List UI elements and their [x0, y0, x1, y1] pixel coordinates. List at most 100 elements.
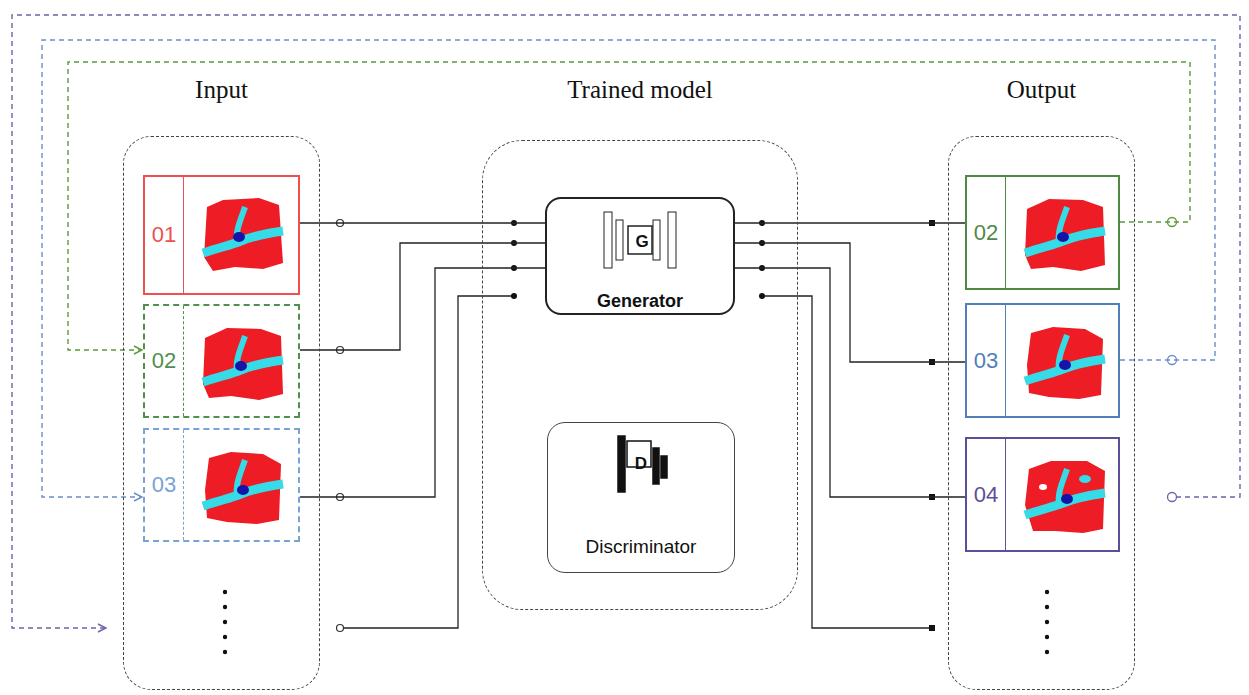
layer-bar — [668, 212, 676, 268]
signal-line — [735, 222, 965, 223]
ellipsis-dot — [223, 650, 227, 654]
text-holder: 02 — [145, 306, 183, 416]
vessel-region — [1025, 359, 1105, 381]
sequence-number: 03 — [974, 348, 998, 374]
tissue-region — [203, 328, 283, 400]
segmentation-image — [1025, 199, 1105, 271]
ellipsis-dot — [1045, 590, 1049, 594]
group-heading: Trained model — [567, 72, 713, 108]
ellipsis-dot — [1045, 620, 1049, 624]
sample-box: 03 — [965, 303, 1120, 418]
segmentation-image — [1025, 327, 1105, 399]
discriminator-box: D Discriminator — [547, 422, 735, 573]
segmentation-image — [1025, 461, 1105, 533]
junction-dot — [759, 293, 765, 299]
sequence-number: 02 — [152, 348, 176, 374]
divider-line — [1005, 439, 1006, 550]
layer-bar — [618, 436, 625, 492]
lesion-region — [1061, 494, 1073, 504]
sequence-number: 03 — [152, 472, 176, 498]
sequence-number: 02 — [974, 220, 998, 246]
generator-icon — [604, 212, 676, 268]
group-heading: Output — [1007, 72, 1076, 108]
tissue-region — [1025, 199, 1105, 271]
vessel-region — [203, 231, 283, 253]
ellipsis-dot — [1045, 635, 1049, 639]
text-holder: 03 — [145, 430, 183, 540]
text-holder: Trained model — [482, 72, 798, 108]
vessel-region — [1025, 493, 1105, 515]
ellipsis-dot — [1045, 650, 1049, 654]
layer-bar — [653, 220, 660, 260]
tissue-region — [204, 198, 283, 271]
divider-line — [1005, 177, 1006, 288]
text-holder: D — [630, 453, 652, 475]
divider-line — [1005, 305, 1006, 416]
signal-line — [300, 268, 545, 497]
signal-line — [735, 243, 965, 362]
layer-bar — [661, 456, 667, 478]
segmentation-image — [203, 198, 283, 271]
signal-line — [300, 222, 545, 223]
tissue-region — [1025, 461, 1105, 533]
ellipsis-dot — [1045, 605, 1049, 609]
group-heading: Input — [195, 72, 248, 108]
group-panel: Output 02 03 04 — [948, 72, 1135, 690]
output-terminal — [929, 625, 935, 631]
text-holder: Output — [948, 72, 1135, 108]
lesion-region — [233, 232, 245, 242]
lesion-region — [1059, 360, 1071, 370]
sequence-number: 04 — [974, 482, 998, 508]
hole — [1039, 484, 1047, 490]
sequence-number: 01 — [152, 222, 176, 248]
signal-line — [762, 296, 929, 628]
divider-line — [183, 430, 184, 540]
group-border — [948, 136, 1135, 690]
text-holder: 02 — [967, 177, 1005, 288]
module-name: Discriminator — [586, 535, 697, 559]
junction-dot — [511, 293, 517, 299]
ellipsis-dot — [223, 635, 227, 639]
text-holder: Generator — [547, 290, 733, 312]
lesion-region — [237, 485, 249, 495]
segmentation-image — [203, 328, 283, 400]
layer-bar — [653, 448, 659, 484]
sample-box: 02 — [965, 175, 1120, 290]
text-holder: G — [631, 231, 653, 253]
text-holder: Discriminator — [548, 535, 734, 559]
icon-letter: D — [635, 453, 647, 475]
input-terminal — [337, 625, 344, 632]
signal-line — [344, 296, 514, 628]
discriminator-icon — [618, 436, 667, 492]
text-holder: 01 — [145, 177, 183, 293]
layer-bar — [616, 220, 623, 260]
sample-box: 02 — [143, 304, 300, 418]
module-name: Generator — [597, 290, 683, 312]
layer-bar — [604, 212, 612, 268]
signal-line — [735, 268, 965, 497]
sample-box: 03 — [143, 428, 300, 542]
layer-bar — [628, 226, 652, 254]
signal-line — [300, 243, 545, 350]
group-panel: Trained modelG GeneratorD Discriminator — [482, 72, 798, 610]
divider-line — [183, 306, 184, 416]
vessel-spot — [1079, 475, 1091, 483]
text-holder: 03 — [967, 305, 1005, 416]
vessel-region — [1025, 231, 1105, 253]
feedback-terminal — [1168, 493, 1177, 502]
vessel-region — [203, 360, 283, 382]
sample-box: 04 — [965, 437, 1120, 552]
lesion-region — [235, 361, 247, 371]
ellipsis-dot — [223, 620, 227, 624]
lesion-region — [1057, 232, 1069, 242]
ellipsis-dot — [223, 590, 227, 594]
vessel-region — [203, 484, 283, 506]
group-panel: Input 01 02 03 — [123, 72, 320, 690]
generator-box: G Generator — [545, 197, 735, 315]
sample-box: 01 — [143, 175, 300, 295]
feedback-line — [68, 62, 1190, 350]
ellipsis-dot — [223, 605, 227, 609]
